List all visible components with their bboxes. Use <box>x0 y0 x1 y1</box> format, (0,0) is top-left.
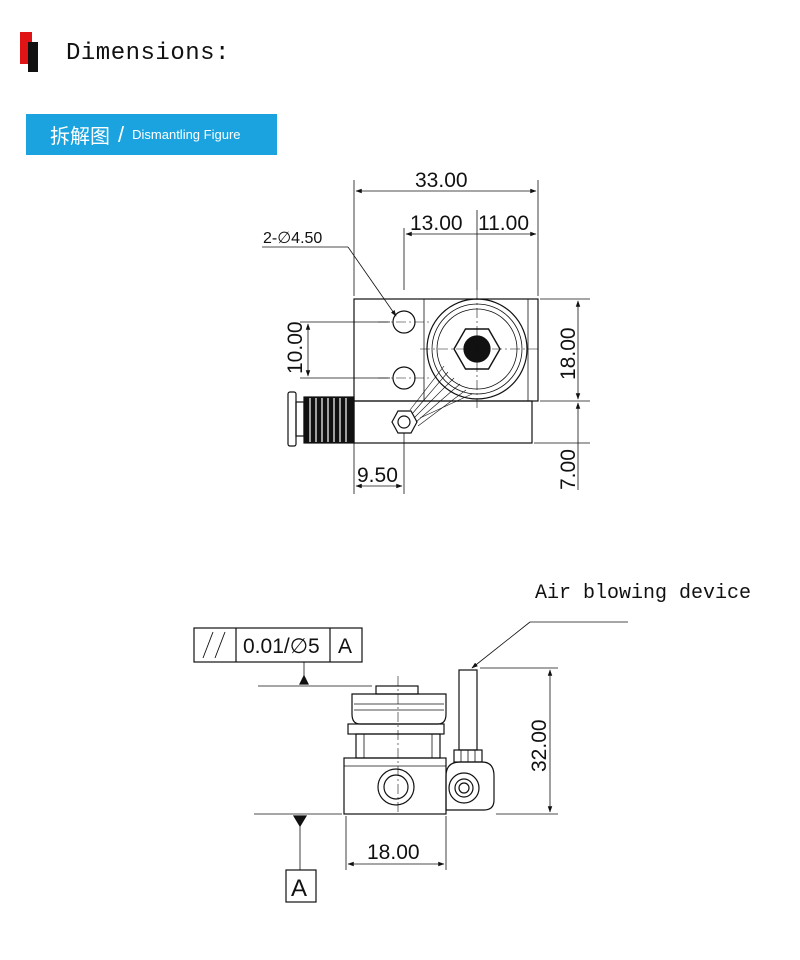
air-tube <box>458 669 478 751</box>
side-port-outer <box>377 768 415 806</box>
dim-11: 11.00 <box>478 212 529 235</box>
top-view-labels: 33.00 13.00 11.00 2-∅4.50 10.00 18.00 7.… <box>263 169 580 490</box>
dim-width-18: 18.00 <box>367 841 420 864</box>
dim-height-18: 18.00 <box>557 327 580 380</box>
banner-chinese-label: 拆解图 <box>50 126 110 148</box>
banner-english-label: Dismantling Figure <box>132 127 241 142</box>
air-blowing-device-label: Air blowing device <box>535 582 751 605</box>
top-hex-fitting <box>391 410 418 434</box>
banner-slash: / <box>118 121 125 147</box>
tolerance-value: 0.01/∅5 <box>243 635 320 658</box>
tolerance-frame <box>193 627 372 687</box>
hole-callout: 2-∅4.50 <box>263 230 322 247</box>
tolerance-datum: A <box>338 635 352 658</box>
datum-a-symbol <box>254 813 342 903</box>
side-body-outline <box>343 757 447 815</box>
dim-7: 7.00 <box>557 449 580 490</box>
side-view <box>193 621 628 903</box>
dim-10: 10.00 <box>284 321 307 374</box>
dim-9-50: 9.50 <box>357 464 398 487</box>
header-marker-black <box>28 42 38 72</box>
dismantling-figure-banner: 拆解图 / Dismantling Figure <box>26 114 277 155</box>
dim-height-32: 32.00 <box>528 719 551 772</box>
section-header: Dimensions: <box>20 30 420 75</box>
page-title: Dimensions: <box>66 40 230 67</box>
dim-13: 13.00 <box>410 212 463 235</box>
dim-width-33: 33.00 <box>415 169 468 192</box>
side-view-labels: Air blowing device 0.01/∅5 A 32.00 18.00… <box>243 582 751 902</box>
top-view <box>262 180 590 494</box>
top-side-knob <box>287 391 355 447</box>
datum-a-label: A <box>291 875 307 902</box>
